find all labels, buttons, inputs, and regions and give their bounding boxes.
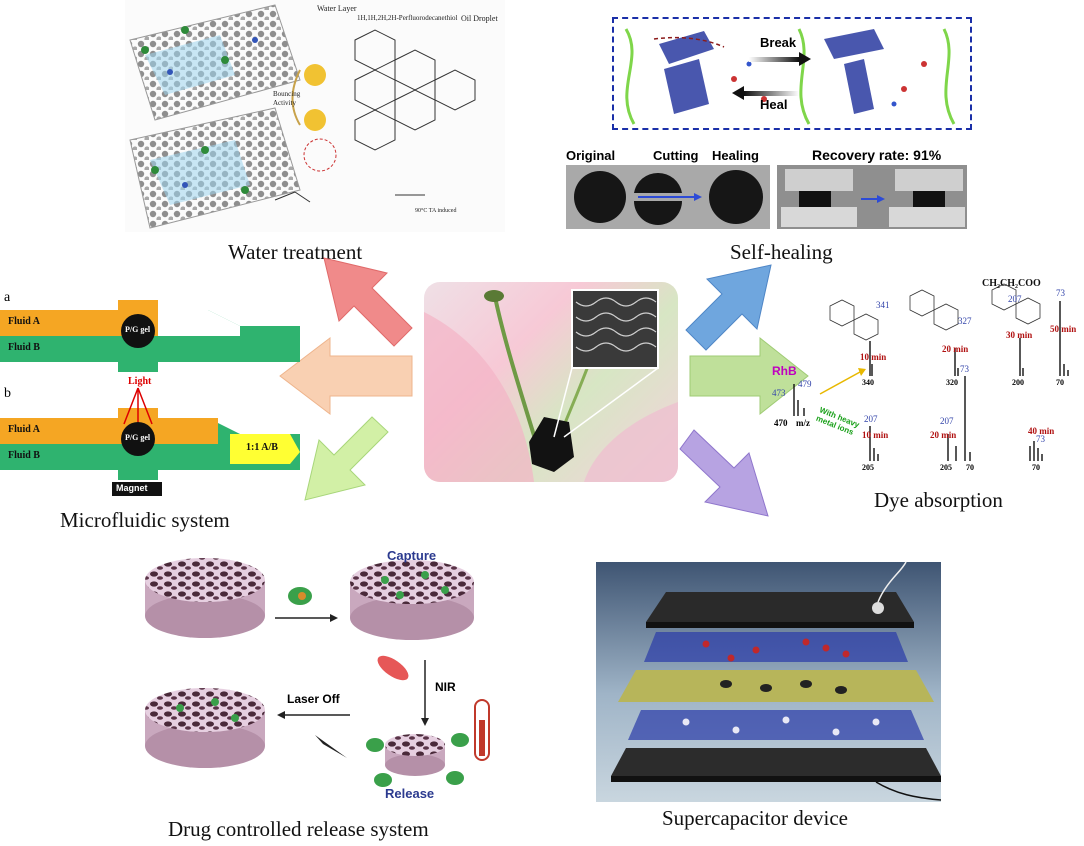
bottom-peak-3: 73 — [960, 364, 969, 374]
tensile-test-photos — [777, 165, 967, 229]
caption-dye-absorption: Dye absorption — [874, 488, 1003, 512]
self-healing-scheme: Break Heal — [612, 17, 972, 130]
ratio-label: 1:1 A/B — [246, 442, 278, 453]
bottom-time-3: 40 min — [1028, 426, 1055, 436]
top-axis-2: 320 — [946, 378, 958, 387]
gel-label-a: P/G gel — [125, 325, 151, 334]
cutting-label: Cutting — [653, 148, 699, 163]
heal-label: Heal — [760, 97, 788, 112]
panel-label-b: b — [4, 386, 11, 401]
top-peak-2: 327 — [958, 316, 972, 326]
water-treatment-panel: Water Layer 1H,1H,2H,2H-Perfluorodecanet… — [125, 0, 505, 232]
top-axis-1: 340 — [862, 378, 874, 387]
recovery-rate-label: Recovery rate: 91% — [812, 147, 942, 163]
top-time-4: 50 min — [1050, 324, 1077, 334]
bottom-axis-4: 70 — [1032, 463, 1040, 472]
release-label: Release — [385, 786, 435, 801]
central-lily-photo — [424, 282, 678, 482]
drug-release-panel: Capture NIR Laser Off Release — [135, 540, 500, 808]
healing-label: Healing — [712, 148, 759, 163]
mz-470: 470 — [774, 418, 788, 428]
caption-self-healing: Self-healing — [730, 240, 833, 264]
bottom-peak-1: 207 — [864, 414, 878, 424]
arrow-to-drug-release — [304, 416, 389, 501]
break-label: Break — [760, 35, 797, 50]
top-time-1: 10 min — [860, 352, 887, 362]
bottom-time-1: 10 min — [862, 430, 889, 440]
mz-479: 479 — [798, 379, 812, 389]
mz-unit: m/z — [796, 418, 810, 428]
healing-photos — [566, 165, 770, 229]
bottom-peak-2: 207 — [940, 416, 954, 426]
top-peak-4: 73 — [1056, 288, 1065, 298]
capture-label: Capture — [387, 548, 437, 563]
top-peak-1: 341 — [876, 300, 890, 310]
formula-label: CH₂CH₂COO — [982, 278, 1041, 289]
fluid-b-label-b: Fluid B — [8, 450, 40, 461]
top-axis-4: 70 — [1056, 378, 1064, 387]
mz-473: 473 — [772, 388, 786, 398]
top-peak-3: 207 — [1008, 294, 1022, 304]
top-axis-3: 200 — [1012, 378, 1024, 387]
top-time-2: 20 min — [942, 344, 969, 354]
arrow-to-water-treatment — [323, 257, 413, 347]
top-time-3: 30 min — [1006, 330, 1033, 340]
fluid-b-label-a: Fluid B — [8, 342, 40, 353]
bottom-time-2: 20 min — [930, 430, 957, 440]
panel-label-a: a — [4, 290, 11, 305]
bottom-peak-4: 73 — [1036, 434, 1045, 444]
legend-oil-droplet: Oil Droplet — [461, 14, 498, 23]
original-label: Original — [566, 148, 616, 163]
legend-water-layer: Water Layer — [317, 4, 357, 13]
supercapacitor-panel — [596, 562, 941, 802]
bottom-axis-2: 205 — [940, 463, 952, 472]
rhb-label: RhB — [772, 364, 797, 378]
bouncing-activity-label: Bouncing Activity — [273, 90, 301, 107]
magnet-label: Magnet — [116, 483, 148, 493]
fluid-a-label-a: Fluid A — [8, 316, 40, 327]
microfluidic-panel: a b Fluid A Fluid B Fluid A Fluid B P/G … — [0, 288, 302, 498]
caption-drug-release: Drug controlled release system — [168, 817, 429, 841]
light-label: Light — [128, 376, 152, 387]
graphene-sheets-illustration — [129, 4, 476, 229]
caption-microfluidic: Microfluidic system — [60, 508, 230, 532]
caption-supercapacitor: Supercapacitor device — [662, 806, 848, 830]
bottom-axis-3: 70 — [966, 463, 974, 472]
dye-absorption-panel: CH₂CH₂COO RhB 479 473 470 m/z With heavy… — [760, 276, 1084, 482]
nir-label: NIR — [435, 680, 456, 694]
reaction-condition-label: 90°C TA induced — [415, 208, 457, 214]
arrow-to-supercapacitor — [679, 429, 769, 517]
caption-water-treatment: Water treatment — [228, 240, 363, 264]
gel-label-b: P/G gel — [125, 433, 151, 442]
laser-off-label: Laser Off — [287, 692, 340, 706]
arrow-to-self-healing — [685, 264, 772, 351]
fluid-a-label-b: Fluid A — [8, 424, 40, 435]
legend-thiol: 1H,1H,2H,2H-Perfluorodecanethiol — [357, 14, 458, 22]
bottom-axis-1: 205 — [862, 463, 874, 472]
